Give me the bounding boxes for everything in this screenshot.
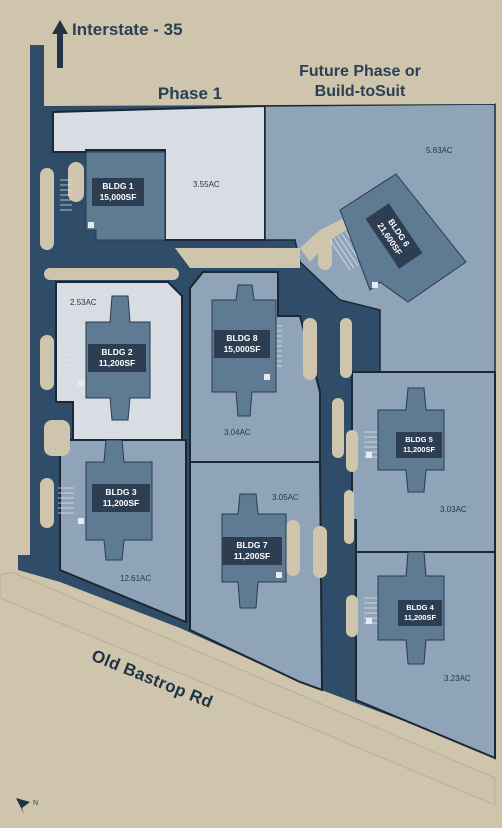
parcel-2-acreage: 2.53AC xyxy=(70,298,97,307)
parking-stalls xyxy=(58,179,378,624)
bldg-4-name: BLDG 4 xyxy=(406,603,434,612)
landscape-strip-1 xyxy=(44,100,495,106)
loading-docks xyxy=(78,222,378,624)
parking-islands xyxy=(40,162,358,637)
north-arrow-icon: N xyxy=(16,798,38,814)
landscape-strip-5 xyxy=(340,318,352,378)
parcel-7-acreage: 3.05AC xyxy=(272,493,299,502)
parcel-4-acreage: 3.23AC xyxy=(444,674,471,683)
bldg-7-name: BLDG 7 xyxy=(236,540,268,550)
future-phase-line-2: Build-toSuit xyxy=(314,83,406,100)
interstate-label: Interstate - 35 xyxy=(72,20,183,39)
bldg-4-label: BLDG 4 11,200SF xyxy=(398,600,442,626)
bldg-8-label: BLDG 8 15,000SF xyxy=(214,330,270,358)
old-bastrop-road xyxy=(0,571,496,806)
landscape-strip-3 xyxy=(175,248,300,268)
parcel-5-acreage: 3.03AC xyxy=(440,505,467,514)
bldg-2-label: BLDG 2 11,200SF xyxy=(88,344,146,372)
interstate-arrow-icon xyxy=(52,20,68,68)
bldg-3-size: 11,200SF xyxy=(102,498,140,508)
bldg-1-label: BLDG 1 15,000SF xyxy=(92,178,144,206)
bldg-3-label: BLDG 3 11,200SF xyxy=(92,484,150,512)
bldg-5-label: BLDG 5 11,200SF xyxy=(396,432,442,458)
bldg-1-size: 15,000SF xyxy=(99,192,137,202)
bldg-7-label: BLDG 7 11,200SF xyxy=(222,537,282,565)
bldg-8-size: 15,000SF xyxy=(223,344,261,354)
landscape-strip-8 xyxy=(44,420,70,456)
interstate-access-road xyxy=(30,45,44,105)
bldg-2-name: BLDG 2 xyxy=(101,347,133,357)
bldg-4-size: 11,200SF xyxy=(403,613,437,622)
bldg-1-name: BLDG 1 xyxy=(102,181,134,191)
parcel-1-acreage: 3.55AC xyxy=(193,180,220,189)
bldg-5-name: BLDG 5 xyxy=(405,435,433,444)
bldg-5-size: 11,200SF xyxy=(402,445,436,454)
bldg-7-size: 11,200SF xyxy=(233,551,271,561)
parcel-3-acreage: 12.61AC xyxy=(120,574,152,583)
parcel-future-acreage: 5.83AC xyxy=(426,146,453,155)
landscape-strip-6 xyxy=(332,398,344,458)
future-phase-line-1: Future Phase or xyxy=(299,63,421,80)
compass-letter: N xyxy=(33,800,38,807)
landscape-strip-7 xyxy=(344,490,354,544)
parcel-8-acreage: 3.04AC xyxy=(224,428,251,437)
phase-1-label: Phase 1 xyxy=(157,84,223,103)
landscape-strip-2 xyxy=(44,268,179,280)
future-phase-label: Future Phase or Build-toSuit xyxy=(284,62,436,102)
bldg-2-size: 11,200SF xyxy=(98,358,136,368)
bldg-8-name: BLDG 8 xyxy=(226,333,258,343)
bldg-3-name: BLDG 3 xyxy=(105,487,137,497)
